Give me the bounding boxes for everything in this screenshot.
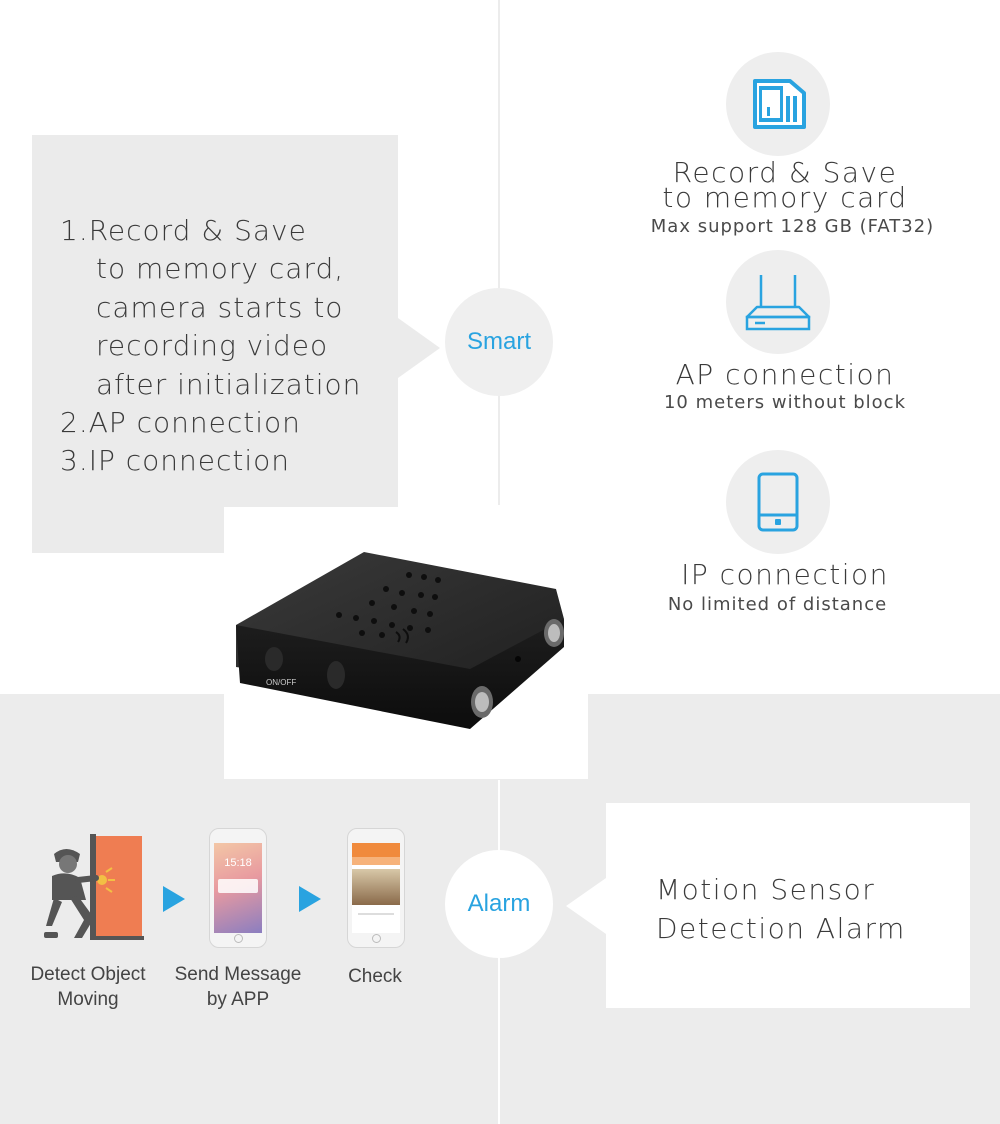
feature-line: 1.Record & Save bbox=[60, 214, 307, 247]
smart-badge-label: Smart bbox=[466, 328, 531, 355]
text-box-pointer bbox=[398, 318, 440, 378]
step-label-detect: Detect Object Moving bbox=[20, 962, 156, 1012]
center-divider-top bbox=[498, 0, 500, 505]
feature-text-box bbox=[32, 135, 398, 553]
phone-app-image bbox=[347, 828, 405, 948]
phone-home-button bbox=[372, 934, 381, 943]
step-label-line: Check bbox=[348, 966, 402, 987]
phone-notification-card bbox=[218, 879, 258, 893]
feature-line: after initialization bbox=[96, 367, 362, 401]
alarm-badge-label: Alarm bbox=[467, 890, 531, 917]
step-label-line: Detect Object bbox=[30, 964, 146, 985]
router-icon bbox=[745, 275, 811, 331]
feature-line: 3.IP connection bbox=[60, 444, 291, 478]
alarm-badge: Alarm bbox=[445, 850, 553, 958]
feature-title: IP connection bbox=[681, 558, 889, 591]
svg-text:ON/OFF: ON/OFF bbox=[266, 678, 296, 687]
alarm-text-box bbox=[606, 803, 970, 1008]
feature-title-line: Record & Save bbox=[672, 156, 898, 189]
alarm-description: Motion Sensor Detection Alarm bbox=[656, 870, 906, 948]
feature-list: 1.Record & Save to memory card, camera s… bbox=[60, 212, 361, 481]
feature-subtitle: No limited of distance bbox=[667, 594, 888, 615]
feature-line: 2.AP connection bbox=[60, 406, 301, 440]
phone-notification-image: 15:18 bbox=[209, 828, 267, 948]
phone-clock: 15:18 bbox=[224, 857, 252, 869]
intruder-door-icon bbox=[44, 834, 144, 940]
alarm-line: Detection Alarm bbox=[656, 912, 906, 945]
feature-line: recording video bbox=[96, 329, 329, 363]
memory-card-icon-circle bbox=[726, 52, 830, 156]
camera-switch-label: ON/OFF bbox=[266, 678, 296, 687]
step-label-line: by APP bbox=[206, 989, 270, 1010]
app-header-bar bbox=[352, 843, 400, 857]
tablet-icon bbox=[757, 472, 799, 532]
step-label-check: Check bbox=[330, 964, 420, 989]
step-label-line: Moving bbox=[57, 989, 119, 1010]
step-arrow-2 bbox=[299, 886, 321, 912]
tablet-icon-circle bbox=[726, 450, 830, 554]
step-arrow-1 bbox=[163, 886, 185, 912]
app-tab-bar bbox=[352, 857, 400, 865]
router-icon-circle bbox=[726, 250, 830, 354]
alarm-box-pointer bbox=[566, 878, 606, 934]
app-video-preview bbox=[352, 869, 400, 905]
step-label-send: Send Message by APP bbox=[166, 962, 310, 1012]
step-label-line: Send Message bbox=[174, 964, 302, 985]
smart-badge: Smart bbox=[445, 288, 553, 396]
feature-title-line: to memory card bbox=[662, 181, 908, 214]
app-controls bbox=[358, 913, 394, 915]
alarm-line: Motion Sensor bbox=[656, 873, 876, 906]
feature-subtitle: Max support 128 GB (FAT32) bbox=[650, 216, 935, 237]
memory-card-icon bbox=[753, 79, 806, 129]
feature-line: to memory card, bbox=[96, 252, 345, 286]
feature-title: AP connection bbox=[675, 358, 895, 391]
feature-line: camera starts to bbox=[96, 290, 344, 324]
camera-product-image: ON/OFF bbox=[236, 552, 564, 729]
feature-subtitle: 10 meters without block bbox=[663, 392, 906, 413]
phone-home-button bbox=[234, 934, 243, 943]
camera-image-frame: ON/OFF bbox=[224, 507, 588, 779]
